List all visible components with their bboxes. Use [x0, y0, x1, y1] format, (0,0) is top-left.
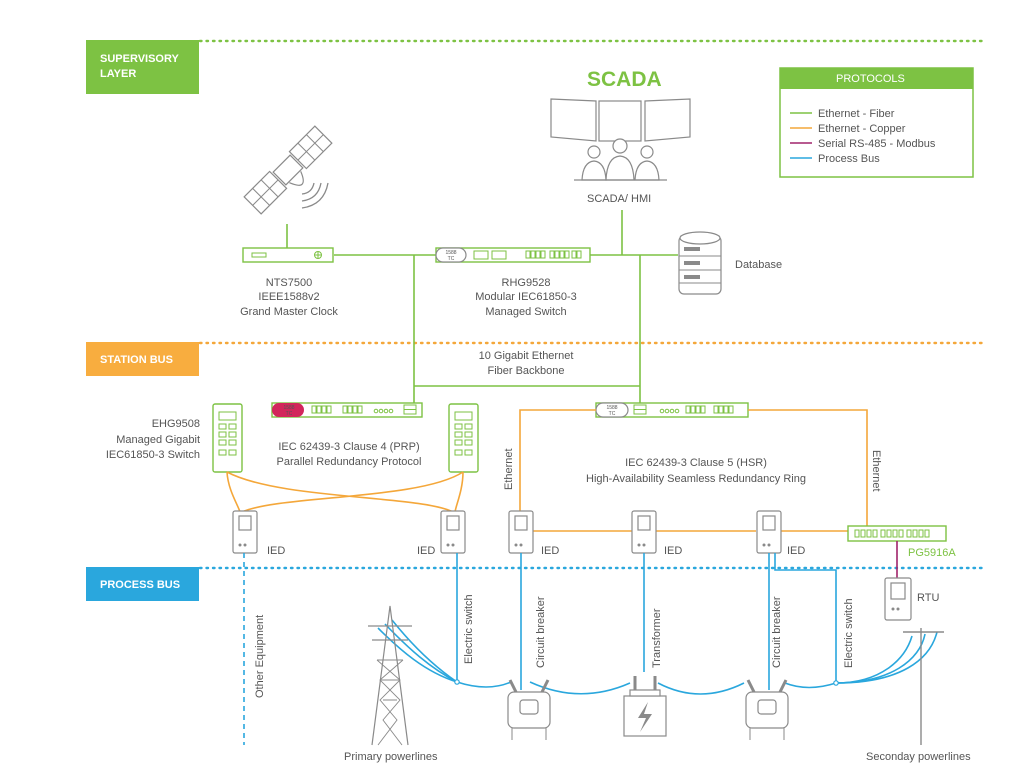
- svg-text:RHG9528: RHG9528: [502, 277, 551, 289]
- process-bus-label: PROCESS BUS: [100, 579, 180, 591]
- primary-powerlines-label: Primary powerlines: [344, 751, 438, 763]
- transformer-icon: [623, 676, 667, 737]
- svg-text:IED: IED: [541, 545, 559, 557]
- process-labels: Other Equipment Electric switch Circuit …: [254, 594, 971, 763]
- svg-text:Ethernet - Copper: Ethernet - Copper: [818, 123, 906, 135]
- protocols-legend: PROTOCOLS Ethernet - Fiber Ethernet - Co…: [779, 67, 974, 178]
- circuit-breaker-right-icon: [745, 679, 789, 740]
- fiber-backbone-label: 10 Gigabit Ethernet Fiber Backbone: [479, 350, 574, 377]
- svg-text:1588: 1588: [283, 405, 294, 411]
- badge-tc: TC: [448, 256, 455, 262]
- operators-icon: [574, 138, 667, 181]
- prp-switch: 1588 TC IEC 62439-3 Clause 4 (PRP) Paral…: [271, 402, 423, 468]
- hsr-copper-ring: Ethernet Ethernet: [503, 409, 882, 532]
- rhg9528-switch: 1588 TC RHG9528 Modular IEC61850-3 Manag…: [435, 247, 591, 318]
- svg-text:10 Gigabit Ethernet: 10 Gigabit Ethernet: [479, 350, 574, 362]
- satellite-icon: [243, 125, 333, 215]
- scada-title: SCADA: [587, 68, 662, 91]
- rtu: RTU: [884, 577, 939, 621]
- transformer-label: Transformer: [651, 608, 663, 668]
- pg5916a-label: PG5916A: [908, 547, 956, 559]
- ied-2: IED: [417, 510, 466, 557]
- svg-text:Managed Switch: Managed Switch: [485, 306, 566, 318]
- svg-text:TC: TC: [609, 411, 616, 417]
- svg-text:Serial RS-485 - Modbus: Serial RS-485 - Modbus: [818, 138, 936, 150]
- scada-caption: SCADA/ HMI: [587, 193, 651, 205]
- legend-item-copper: Ethernet - Copper: [790, 123, 906, 135]
- station-bus-label: STATION BUS: [100, 354, 173, 366]
- ethernet-left-label: Ethernet: [503, 448, 515, 490]
- database-label: Database: [735, 259, 782, 271]
- electric-switch-left-label: Electric switch: [463, 594, 475, 664]
- hsr-switch: 1588 TC IEC 62439-3 Clause 5 (HSR) High-…: [586, 402, 806, 485]
- monitor-wall-icon: [550, 98, 691, 142]
- secondary-pole-icon: [903, 628, 944, 745]
- transmission-tower-icon: [368, 605, 412, 746]
- ehg9508-left-switch: [212, 403, 243, 473]
- supervisory-fiber-links: [286, 210, 678, 403]
- other-equipment-label: Other Equipment: [254, 615, 266, 698]
- circuit-breaker-right-label: Circuit breaker: [771, 596, 783, 668]
- process-bus-band: PROCESS BUS: [86, 566, 986, 601]
- svg-text:IED: IED: [417, 545, 435, 557]
- svg-text:TC: TC: [286, 411, 293, 417]
- prp-copper-links: [226, 471, 464, 513]
- pg5916a-switch: PG5916A: [847, 525, 956, 559]
- electric-switch-right-label: Electric switch: [843, 598, 855, 668]
- svg-text:Ethernet - Fiber: Ethernet - Fiber: [818, 108, 895, 120]
- signal-waves-icon: [301, 182, 329, 209]
- svg-text:1588: 1588: [606, 405, 617, 411]
- ethernet-right-label: Ethernet: [870, 450, 882, 492]
- process-bus-links: [243, 553, 938, 745]
- svg-text:RTU: RTU: [917, 592, 939, 604]
- legend-item-process-bus: Process Bus: [790, 153, 880, 165]
- svg-text:Parallel Redundancy Protocol: Parallel Redundancy Protocol: [277, 456, 422, 468]
- ied-3: IED: [508, 510, 559, 557]
- svg-text:Managed Gigabit: Managed Gigabit: [116, 434, 200, 446]
- scada-hmi: SCADA SCADA/ HMI: [550, 68, 691, 205]
- rhg-ports: [525, 250, 582, 259]
- svg-text:IEEE1588v2: IEEE1588v2: [258, 291, 319, 303]
- svg-text:Modular IEC61850-3: Modular IEC61850-3: [475, 291, 577, 303]
- svg-text:NTS7500: NTS7500: [266, 277, 312, 289]
- legend-item-serial: Serial RS-485 - Modbus: [790, 138, 936, 150]
- protocols-header: PROTOCOLS: [836, 73, 905, 85]
- svg-text:High-Availability Seamless Red: High-Availability Seamless Redundancy Ri…: [586, 473, 806, 485]
- svg-text:Process Bus: Process Bus: [818, 153, 880, 165]
- circuit-breaker-left-label: Circuit breaker: [535, 596, 547, 668]
- svg-text:IEC 62439-3 Clause 4 (PRP): IEC 62439-3 Clause 4 (PRP): [278, 441, 419, 453]
- ied-1: IED: [232, 510, 285, 557]
- svg-text:Grand Master Clock: Grand Master Clock: [240, 306, 338, 318]
- nts7500-clock: NTS7500 IEEE1588v2 Grand Master Clock: [240, 247, 338, 318]
- ehg9508-label: EHG9508 Managed Gigabit IEC61850-3 Switc…: [106, 418, 200, 461]
- svg-text:IED: IED: [267, 545, 285, 557]
- database-icon: Database: [678, 231, 782, 295]
- svg-text:IEC61850-3 Switch: IEC61850-3 Switch: [106, 449, 200, 461]
- ehg9508-right-switch: [448, 403, 479, 473]
- circuit-breaker-left-icon: [507, 679, 551, 740]
- badge-1588: 1588: [445, 250, 456, 256]
- legend-item-fiber: Ethernet - Fiber: [790, 108, 895, 120]
- ied-5: IED: [756, 510, 805, 557]
- station-bus-band: STATION BUS: [86, 341, 986, 376]
- ied-4: IED: [631, 510, 682, 557]
- secondary-powerlines-label: Seconday powerlines: [866, 751, 971, 763]
- svg-text:Fiber Backbone: Fiber Backbone: [487, 365, 564, 377]
- svg-text:IED: IED: [664, 545, 682, 557]
- svg-text:IEC 62439-3 Clause 5 (HSR): IEC 62439-3 Clause 5 (HSR): [625, 457, 767, 469]
- svg-text:EHG9508: EHG9508: [152, 418, 200, 430]
- switch-markers: [454, 679, 839, 686]
- svg-text:IED: IED: [787, 545, 805, 557]
